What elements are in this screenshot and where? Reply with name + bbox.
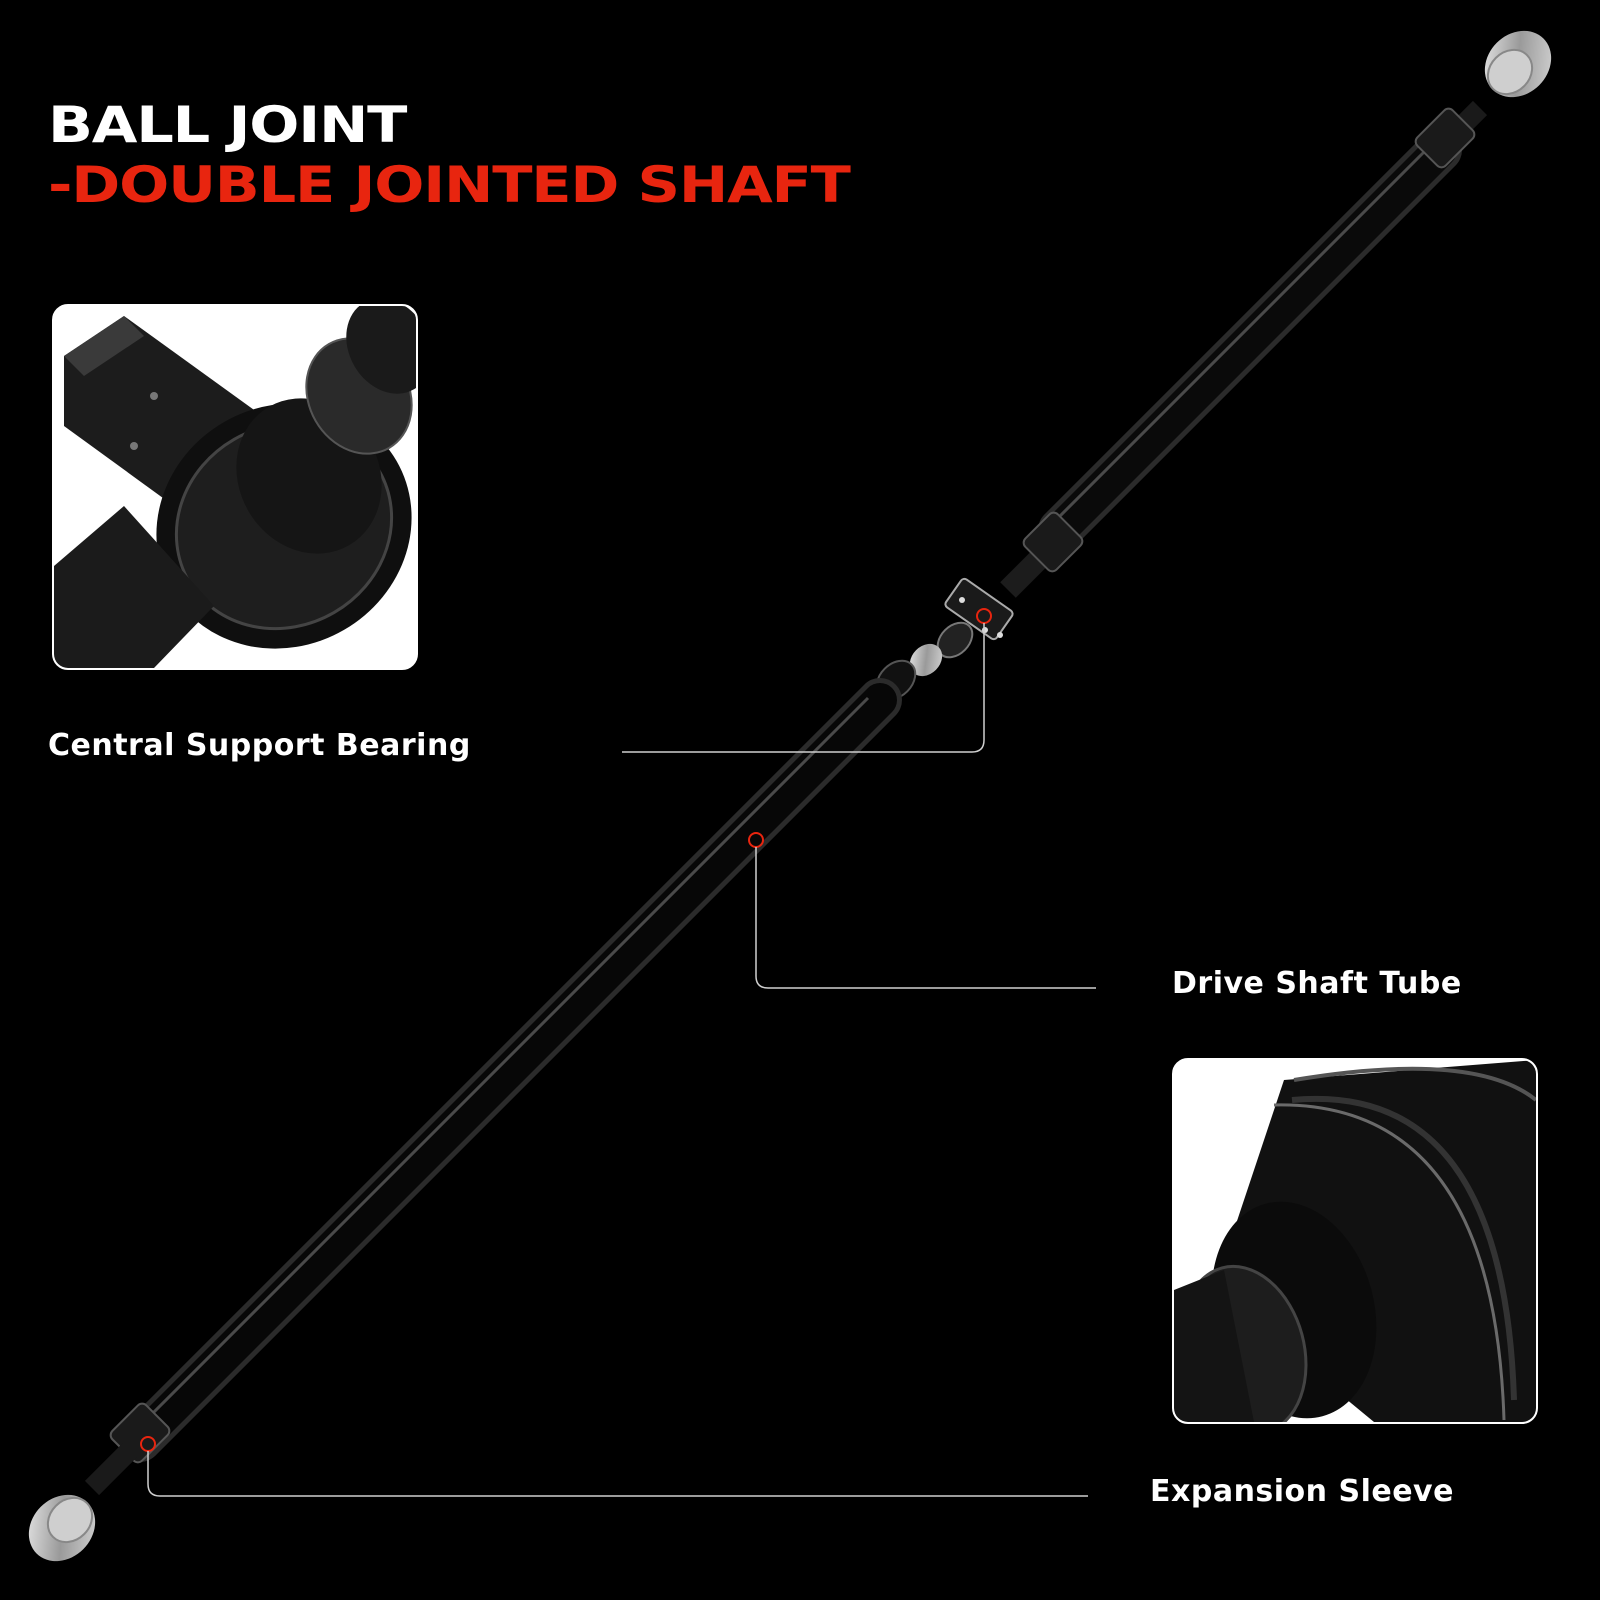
top-end-joint (1484, 30, 1552, 98)
callout-central-support-bearing: Central Support Bearing (48, 728, 471, 763)
callout-expansion-sleeve: Expansion Sleeve (1150, 1474, 1454, 1509)
callout-drive-shaft-tube: Drive Shaft Tube (1172, 966, 1462, 1001)
bearing-closeup-image (52, 304, 418, 670)
page-title: BALL JOINT -DOUBLE JOINTED SHAFT (48, 100, 851, 210)
sleeve-closeup-image (1172, 1058, 1538, 1424)
sleeve-closeup-illustration (1174, 1060, 1536, 1422)
bearing-closeup-illustration (54, 306, 416, 668)
title-line-primary: BALL JOINT (48, 96, 407, 154)
leader-line-central-support-bearing (622, 608, 992, 753)
bottom-end-joint (28, 1494, 96, 1562)
leader-line-expansion-sleeve (140, 1436, 1088, 1497)
upper-shaft-segment (1000, 100, 1488, 598)
leader-line-drive-shaft-tube (748, 832, 1096, 989)
lower-shaft-tube (84, 678, 902, 1496)
title-line-accent: -DOUBLE JOINTED SHAFT (48, 156, 851, 214)
